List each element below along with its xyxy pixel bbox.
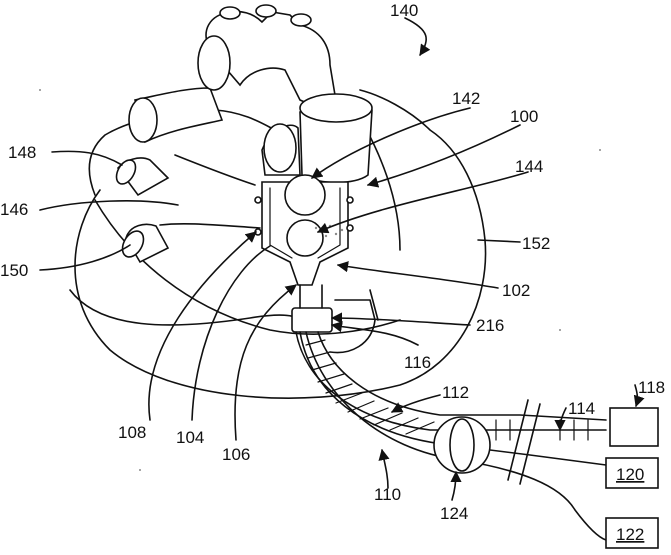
box-118 <box>610 408 658 446</box>
label-124: 124 <box>440 504 468 523</box>
label-122: 122 <box>616 525 644 544</box>
label-146: 146 <box>0 200 28 219</box>
label-144: 144 <box>515 157 543 176</box>
label-216: 216 <box>476 316 504 335</box>
label-106: 106 <box>222 445 250 464</box>
label-102: 102 <box>502 281 530 300</box>
label-112: 112 <box>442 383 469 402</box>
label-114: 114 <box>568 399 595 418</box>
label-152: 152 <box>522 234 550 253</box>
label-118: 118 <box>638 378 665 397</box>
label-120: 120 <box>616 465 644 484</box>
collar <box>292 308 332 332</box>
balloon-upper <box>285 175 325 215</box>
label-108: 108 <box>118 423 146 442</box>
label-110: 110 <box>374 485 401 504</box>
label-150: 150 <box>0 261 28 280</box>
label-142: 142 <box>452 89 480 108</box>
balloon-lower <box>287 220 323 256</box>
label-148: 148 <box>8 143 36 162</box>
label-100: 100 <box>510 107 538 126</box>
label-116: 116 <box>404 353 431 372</box>
label-104: 104 <box>176 428 204 447</box>
label-140: 140 <box>390 1 418 20</box>
